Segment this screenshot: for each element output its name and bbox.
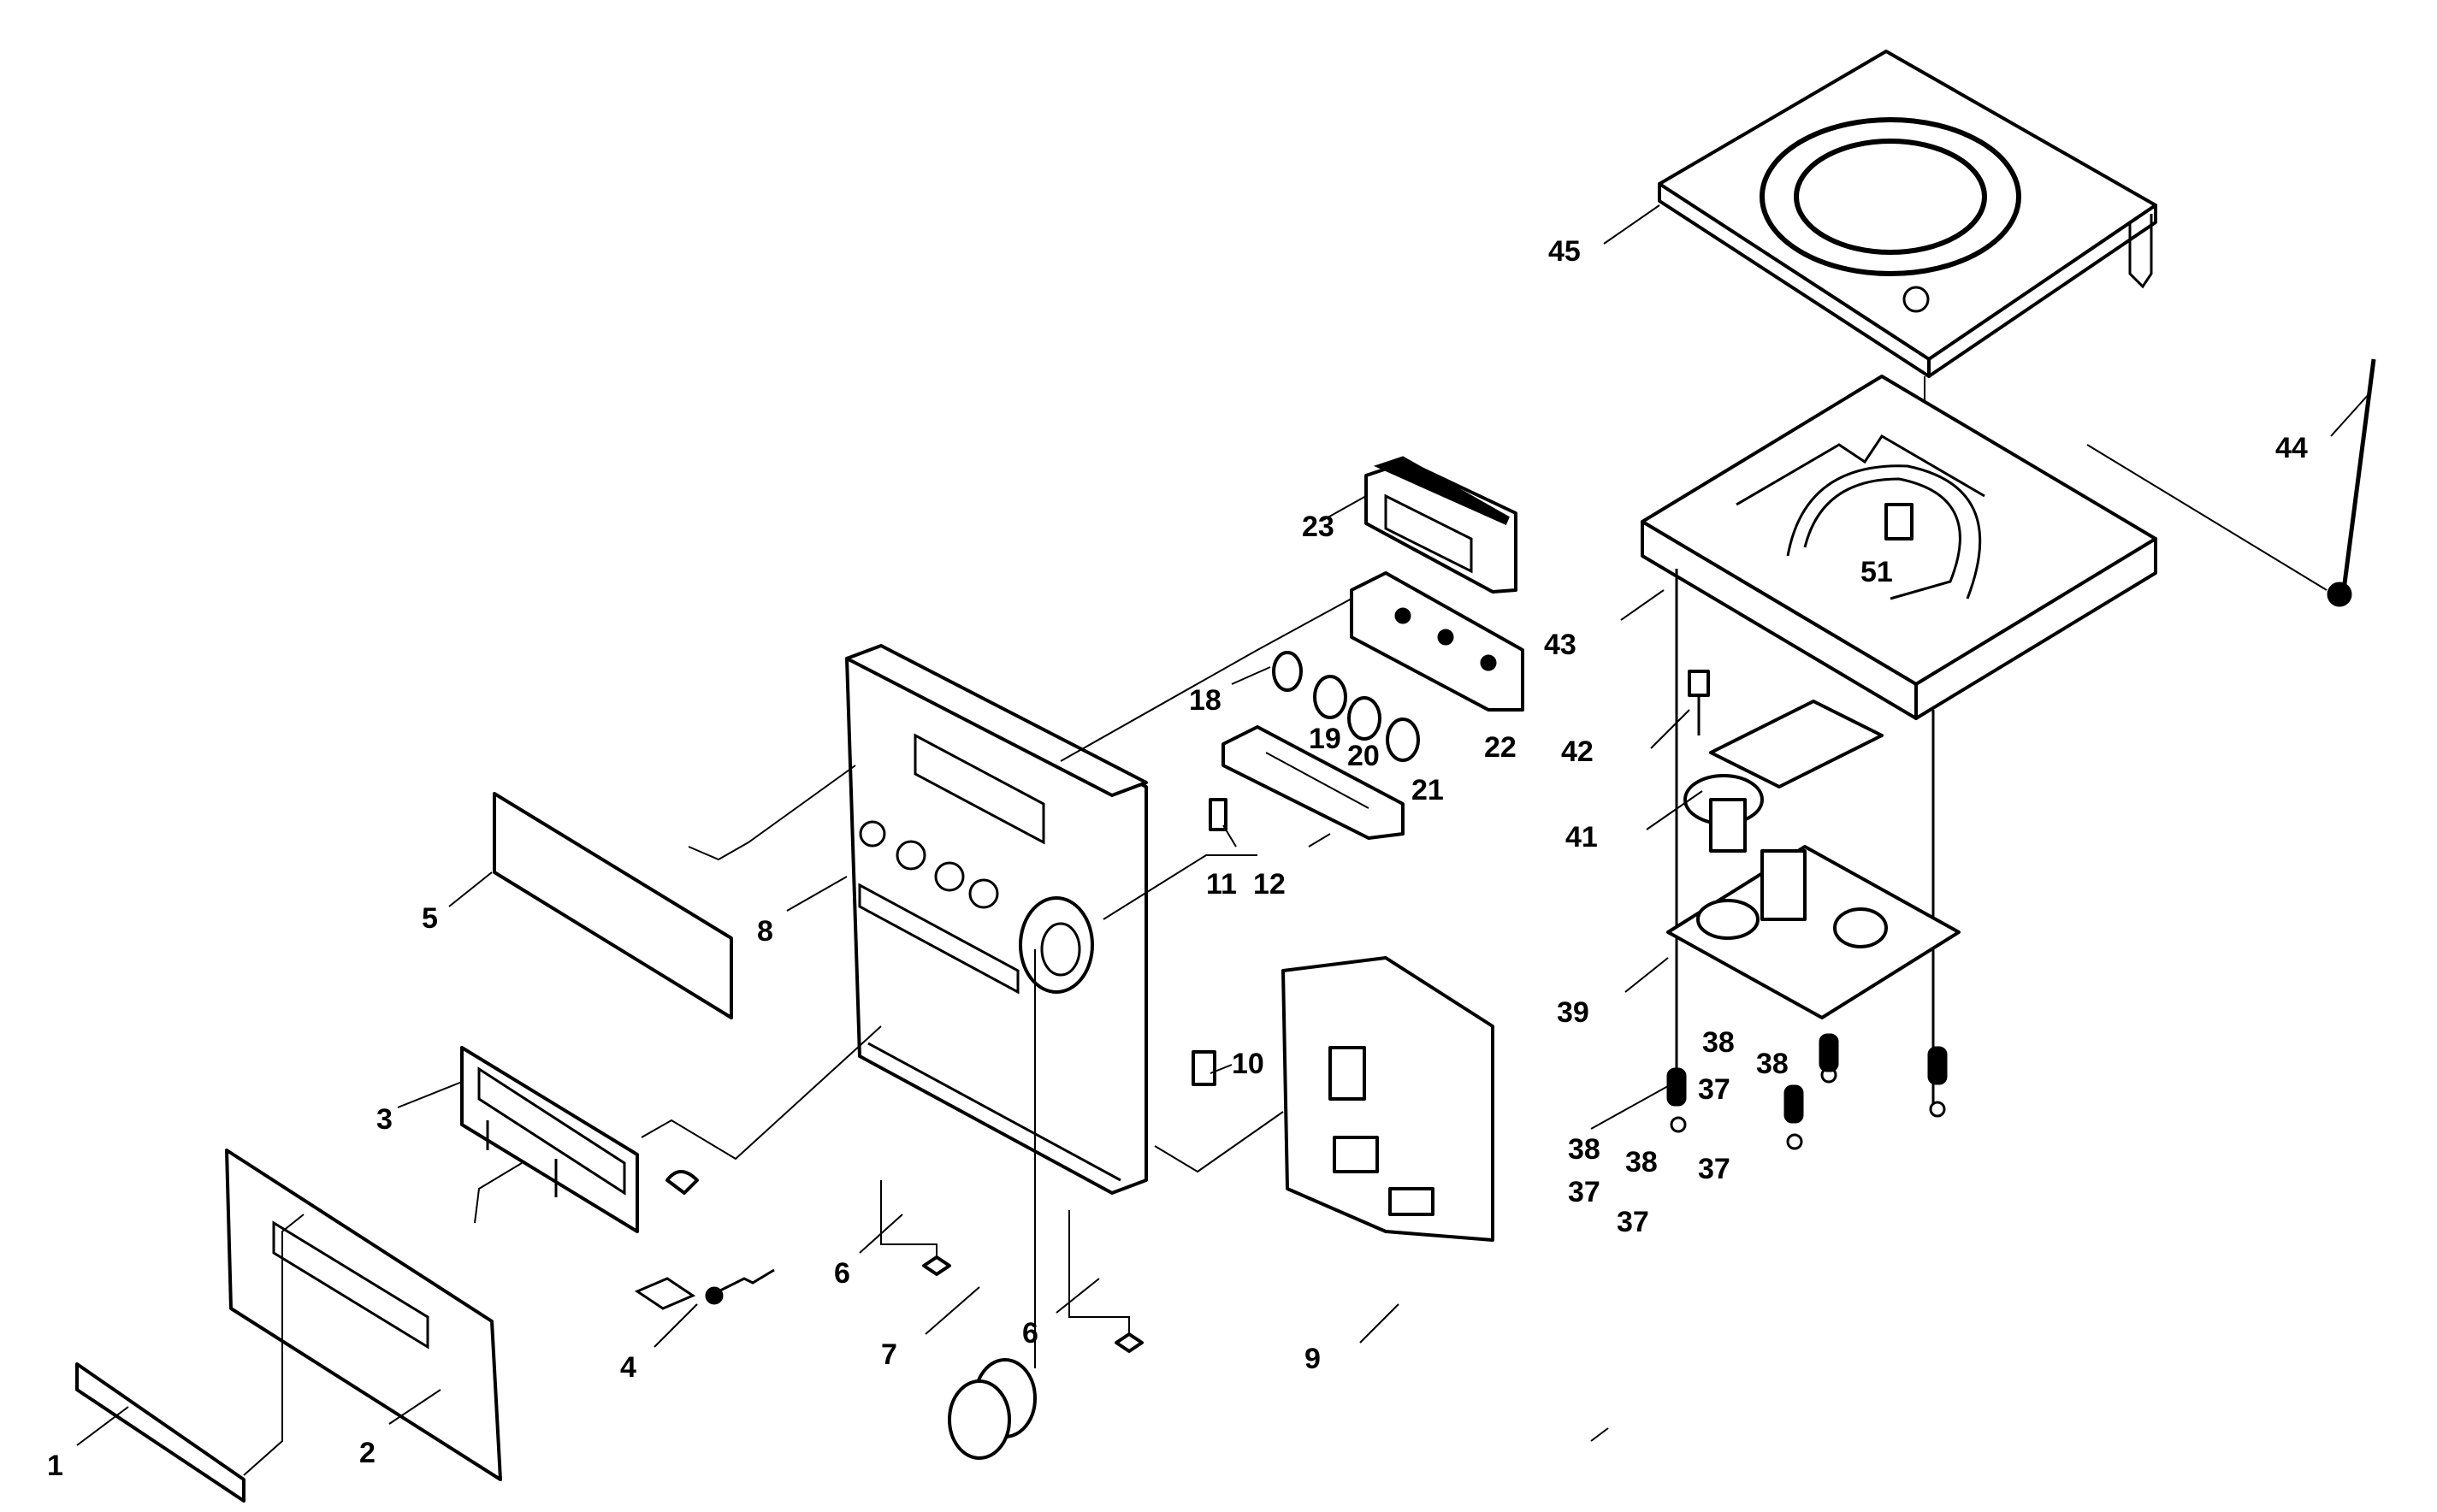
part-21-knob: [1386, 718, 1420, 762]
part-38-damper-d: [1927, 1046, 1948, 1118]
part-19-knob: [1313, 675, 1347, 719]
part-45-top-cover: [1658, 50, 2157, 402]
callout-10: 10: [1232, 1048, 1264, 1080]
part-4-lever: [634, 1268, 775, 1310]
callout-8: 8: [757, 915, 773, 948]
callout-38b: 38: [1625, 1146, 1658, 1178]
part-6-foot-b: [1068, 1210, 1144, 1353]
callout-39: 39: [1557, 996, 1589, 1029]
callout-1: 1: [47, 1450, 63, 1482]
part-5-cassette-window: [493, 792, 733, 1019]
assembly-lines: [243, 598, 1352, 1476]
part-10-bracket: [1192, 1050, 1216, 1086]
callout-44: 44: [2275, 432, 2308, 464]
callout-11: 11: [1206, 868, 1237, 901]
part-20-knob: [1347, 696, 1381, 741]
part-11-bracket: [1209, 798, 1227, 831]
callout-12: 12: [1253, 868, 1286, 901]
callout-37c: 37: [1698, 1073, 1730, 1106]
callout-3: 3: [376, 1103, 393, 1136]
part-38-damper-b: [1783, 1084, 1804, 1150]
part-23-display: [1364, 456, 1517, 594]
callout-7: 7: [881, 1338, 897, 1371]
callout-42: 42: [1561, 735, 1594, 768]
callout-38a: 38: [1568, 1133, 1600, 1166]
part-42-clamp: [1688, 670, 1710, 735]
callout-41: 41: [1565, 821, 1598, 853]
callout-18: 18: [1189, 684, 1221, 717]
part-12-switch-board: [1221, 725, 1405, 840]
part-8-front-cabinet: [845, 644, 1148, 1195]
part-43-cd-chassis: [1641, 375, 2157, 1103]
part-6-foot-a: [880, 1180, 951, 1276]
part-38-damper-a: [1666, 1067, 1687, 1133]
callout-37b: 37: [1617, 1206, 1649, 1238]
part-41-pickup-sled: [1683, 700, 1884, 853]
part-39-spindle-motor-board: [1666, 845, 1961, 1019]
callout-37a: 37: [1568, 1176, 1600, 1208]
part-18-knob: [1272, 651, 1303, 692]
callout-6b: 6: [1022, 1317, 1038, 1350]
callout-22: 22: [1484, 731, 1517, 764]
callout-43: 43: [1544, 629, 1576, 661]
callout-38c: 38: [1702, 1026, 1735, 1059]
callout-45: 45: [1548, 235, 1581, 268]
callout-9: 9: [1304, 1343, 1321, 1375]
callout-4: 4: [620, 1351, 636, 1384]
part-38-damper-c: [1819, 1033, 1839, 1084]
callout-2: 2: [359, 1437, 376, 1469]
part-3-cassette-holder: [460, 1046, 699, 1233]
callout-labels: 1 2 3 4 5 6 6 7 8 9 10 11 12 18 19 20 21…: [47, 235, 2308, 1482]
callout-19: 19: [1309, 723, 1341, 755]
part-9-main-pcb: [1281, 956, 1494, 1242]
callout-6a: 6: [834, 1257, 850, 1290]
part-7-volume-knob: [948, 949, 1037, 1460]
part-22-control-board: [1350, 571, 1524, 712]
callout-21: 21: [1411, 774, 1444, 806]
part-44-antenna: [2086, 358, 2376, 607]
callout-5: 5: [422, 902, 438, 935]
callout-23: 23: [1302, 511, 1334, 543]
part-2-cassette-door: [225, 1149, 502, 1481]
callout-20: 20: [1347, 740, 1380, 772]
callout-37d: 37: [1698, 1153, 1730, 1185]
callout-38d: 38: [1756, 1048, 1789, 1080]
callout-leaders: [76, 204, 2370, 1446]
part-1-door-trim: [75, 1362, 245, 1503]
callout-51: 51: [1860, 556, 1893, 588]
